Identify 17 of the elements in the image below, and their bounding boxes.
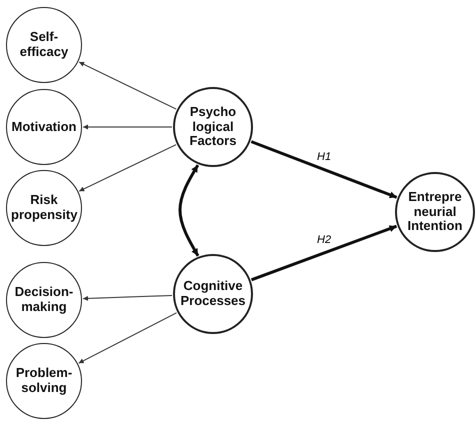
node-label: Motivation <box>12 120 76 134</box>
arrow <box>78 312 178 364</box>
arrow <box>78 62 177 110</box>
arrow <box>78 144 177 192</box>
node-label: Decision- making <box>14 285 74 315</box>
node-label: Self- efficacy <box>18 30 70 60</box>
arrow <box>250 224 398 282</box>
arrow <box>250 140 398 199</box>
node-label: Entrepre neurial Intention <box>406 190 464 234</box>
arrow <box>178 164 200 257</box>
arrow <box>82 124 172 130</box>
node-label: Cognitive Processes <box>179 279 247 309</box>
arrow <box>82 294 173 301</box>
node-label: Psycho logical Factors <box>188 104 238 150</box>
node-label: Problem- solving <box>14 366 74 396</box>
edge-label: H1 <box>316 150 332 163</box>
node-label: Risk propensity <box>11 193 77 223</box>
